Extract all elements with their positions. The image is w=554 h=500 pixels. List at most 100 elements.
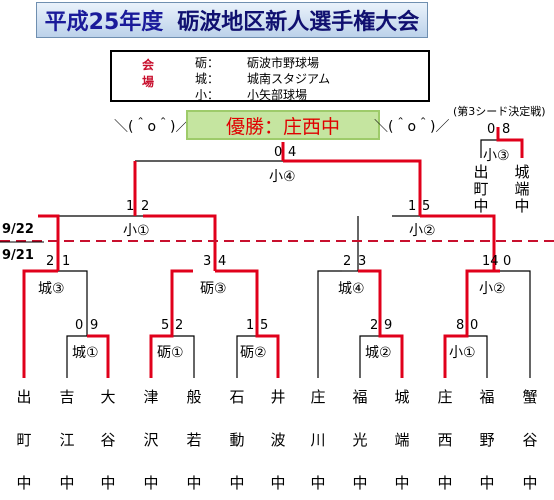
venue-legend: 会 場 砺： 砺波市野球場 城： 城南スタジアム 小： 小矢部球場 xyxy=(110,50,430,102)
team-char: 中 xyxy=(186,474,202,492)
match-label: 砺② xyxy=(240,345,267,361)
match-label: 砺① xyxy=(157,345,184,361)
match-label: 城④ xyxy=(338,281,365,297)
team-column: 出 町 中 xyxy=(470,164,492,215)
team-char: 福 xyxy=(479,388,495,406)
score-left: 1 xyxy=(126,199,135,214)
team-char: 般 xyxy=(186,388,202,406)
venue-abbr: 城： xyxy=(195,72,220,86)
team-8: 福 光 中 xyxy=(349,386,371,493)
venue-name: 城南スタジアム xyxy=(247,72,331,86)
score-right: 2 xyxy=(141,199,150,214)
score-left: 0 xyxy=(487,122,496,137)
bracket-line xyxy=(480,139,498,158)
match-label: 城③ xyxy=(38,281,65,297)
team-char: 端 xyxy=(394,431,410,449)
winner-line xyxy=(22,269,58,378)
team-1: 吉 江 中 xyxy=(56,386,78,493)
bracket-line xyxy=(467,335,488,378)
winner-line xyxy=(420,214,496,271)
team-char: 中 xyxy=(59,474,75,492)
match-label: 小① xyxy=(123,223,150,239)
winner-line xyxy=(143,214,217,271)
score-right: 4 xyxy=(288,145,297,160)
score-right: 5 xyxy=(260,318,269,333)
winner-line xyxy=(358,269,404,378)
team-char: 中 xyxy=(229,474,245,492)
score-right: 5 xyxy=(422,199,431,214)
team-6: 井 波 中 xyxy=(267,386,289,493)
title-year: 平成25年度 xyxy=(44,10,164,35)
score-right: 1 xyxy=(62,254,71,269)
score-left: 2 xyxy=(370,318,379,333)
team-char: 町 xyxy=(16,431,32,449)
team-char: 若 xyxy=(186,431,202,449)
team-char: 中 xyxy=(473,197,489,215)
team-char: 福 xyxy=(352,388,368,406)
team-char: 出 xyxy=(473,163,489,181)
match-label: 城① xyxy=(72,345,99,361)
score-right: 4 xyxy=(218,254,227,269)
match-label: 小④ xyxy=(269,169,296,185)
team-char: 波 xyxy=(270,431,286,449)
winner-line xyxy=(87,334,110,378)
team-0: 出 町 中 xyxy=(13,386,35,493)
venue-abbr: 小： xyxy=(195,88,220,102)
score-right: 8 xyxy=(502,122,511,137)
team-char: 中 xyxy=(143,474,159,492)
team-char: 西 xyxy=(437,431,453,449)
match-label: 小② xyxy=(409,223,436,239)
team-char: 中 xyxy=(394,474,410,492)
third-seed-note: (第3シード決定戦) xyxy=(453,105,546,118)
team-10: 庄 西 中 xyxy=(434,386,456,493)
team-char: 吉 xyxy=(59,388,75,406)
score-left: 0 xyxy=(75,318,84,333)
score-right: 9 xyxy=(90,318,99,333)
team-char: 沢 xyxy=(143,431,159,449)
team-char: 出 xyxy=(16,388,32,406)
team-char: 中 xyxy=(522,474,538,492)
score-left: 8 xyxy=(456,318,465,333)
title-tournament: 砺波地区新人選手権大会 xyxy=(177,10,420,35)
score-left: 0 xyxy=(274,145,283,160)
bracket-line xyxy=(317,270,342,378)
team-char: 津 xyxy=(143,388,159,406)
team-5: 石 動 中 xyxy=(226,386,248,493)
match-label: 小① xyxy=(449,345,476,361)
bracket-line xyxy=(58,270,88,336)
winner-line xyxy=(38,214,60,271)
team-char: 中 xyxy=(310,474,326,492)
title-banner: 平成25年度 砺波地区新人選手権大会 xyxy=(36,2,428,38)
team-char: 中 xyxy=(479,474,495,492)
team-9: 城 端 中 xyxy=(391,386,413,493)
team-column: 城 端 中 xyxy=(511,164,533,215)
team-char: 川 xyxy=(310,431,326,449)
team-char: 蟹 xyxy=(522,388,538,406)
winner-line xyxy=(149,269,193,378)
team-char: 中 xyxy=(437,474,453,492)
emoticon-right: ＼(＾o＾)／ xyxy=(374,119,450,135)
team-char: 井 xyxy=(270,388,286,406)
score-right: 9 xyxy=(384,318,393,333)
bracket-line xyxy=(500,270,531,378)
bracket-line xyxy=(66,335,87,378)
team-char: 光 xyxy=(352,431,368,449)
team-char: 江 xyxy=(59,431,75,449)
team-char: 野 xyxy=(479,431,495,449)
winner-line xyxy=(215,269,280,378)
winner-line xyxy=(283,159,422,216)
team-7: 庄 川 中 xyxy=(307,386,329,493)
venue-key-1: 会 xyxy=(142,58,155,72)
date-upper: 9/22 xyxy=(2,222,34,237)
score-right: 0 xyxy=(503,254,512,269)
team-char: 庄 xyxy=(437,388,453,406)
score-left: 1 xyxy=(246,318,255,333)
score-right: 0 xyxy=(470,318,479,333)
score-left: 1 xyxy=(408,199,417,214)
match-label: 小③ xyxy=(483,148,510,164)
team-char: 端 xyxy=(514,180,530,198)
score-left: 3 xyxy=(203,254,212,269)
team-char: 庄 xyxy=(310,388,326,406)
team-char: 城 xyxy=(394,388,410,406)
